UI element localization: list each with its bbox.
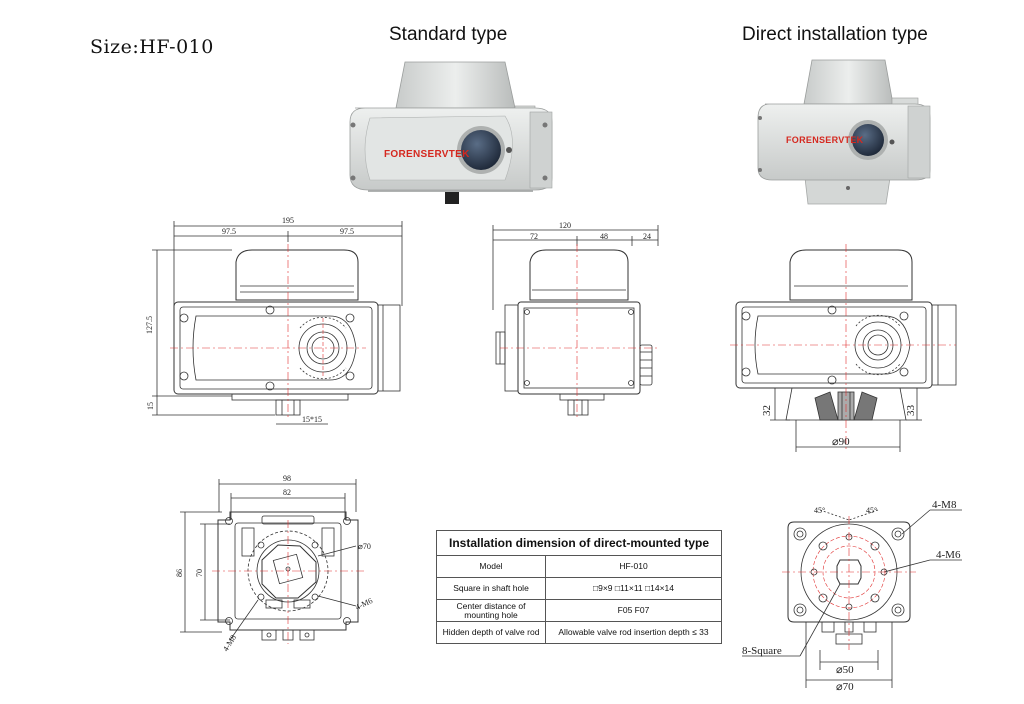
direct-installation-actuator-photo: FORENSERVTEK <box>757 59 931 205</box>
dim-bottom-outer: 98 <box>283 474 291 483</box>
bottom-view-drawing <box>180 479 364 644</box>
table-row-value: HF-010 <box>545 555 722 578</box>
heading-direct-installation-type: Direct installation type <box>742 24 928 45</box>
dim-bottom-height-inner: 70 <box>195 569 204 577</box>
dim-bottom-bolt-right: 4-M6 <box>354 596 374 612</box>
brand-label-direct: FORENSERVTEK <box>786 135 864 145</box>
heading-standard-type: Standard type <box>389 24 508 45</box>
dim-direct-diameter: ⌀90 <box>832 436 850 448</box>
dim-flange-square: 8-Square <box>742 645 782 657</box>
flange-bottom-view-drawing <box>742 509 962 688</box>
dim-flange-dia-50: ⌀50 <box>836 664 854 676</box>
table-row-label: Center distance of mounting hole <box>436 599 546 622</box>
table-title: Installation dimension of direct-mounted… <box>436 530 722 556</box>
table-row: Model HF-010 <box>436 555 722 578</box>
table-title-row: Installation dimension of direct-mounted… <box>436 530 722 556</box>
side-view-drawing <box>492 225 660 420</box>
table-row-value: F05 F07 <box>545 599 722 622</box>
table-row-value: Allowable valve rod insertion depth ≤ 33 <box>545 621 722 644</box>
dim-bottom-diameter: ⌀70 <box>358 542 371 551</box>
dim-front-height: 127.5 <box>145 316 154 334</box>
dim-front-half-left: 97.5 <box>222 227 236 236</box>
dim-bottom-bolt-left: 4-M8 <box>221 633 238 653</box>
table-row-label: Square in shaft hole <box>436 577 546 600</box>
dim-flange-m8: 4-M8 <box>932 499 957 511</box>
table-row: Center distance of mounting hole F05 F07 <box>436 599 722 622</box>
dim-shaft-square: 15*15 <box>302 415 322 424</box>
dim-flange-dia-70: ⌀70 <box>836 681 854 693</box>
dim-direct-left: 32 <box>761 405 773 416</box>
dim-flange-angle-1: 45° <box>814 506 825 515</box>
dim-side-left: 72 <box>530 232 538 241</box>
dim-front-half-right: 97.5 <box>340 227 354 236</box>
table-row-value: □9×9 □11×11 □14×14 <box>545 577 722 600</box>
front-view-drawing <box>152 221 403 425</box>
dim-direct-right: 33 <box>905 405 917 417</box>
installation-dimension-table: Installation dimension of direct-mounted… <box>436 530 722 644</box>
brand-label-standard: FORENSERVTEK <box>384 149 470 160</box>
table-row-label: Model <box>436 555 546 578</box>
table-row: Hidden depth of valve rod Allowable valv… <box>436 621 722 644</box>
dim-side-mid: 48 <box>600 232 608 241</box>
dim-bottom-height-outer: 86 <box>175 569 184 577</box>
dim-front-bottom: 15 <box>146 402 155 410</box>
dim-front-width: 195 <box>282 216 294 225</box>
dim-flange-m6: 4-M6 <box>936 549 961 561</box>
dim-flange-angle-2: 45° <box>866 506 877 515</box>
table-row: Square in shaft hole □9×9 □11×11 □14×14 <box>436 577 722 600</box>
direct-front-view-drawing <box>730 244 957 452</box>
dim-side-total: 120 <box>559 221 571 230</box>
model-size-title: Size:HF-010 <box>90 36 214 58</box>
dim-bottom-inner: 82 <box>283 488 291 497</box>
table-row-label: Hidden depth of valve rod <box>436 621 546 644</box>
standard-type-actuator-photo: FORENSERVTEK <box>349 61 553 204</box>
dim-side-right: 24 <box>643 232 651 241</box>
